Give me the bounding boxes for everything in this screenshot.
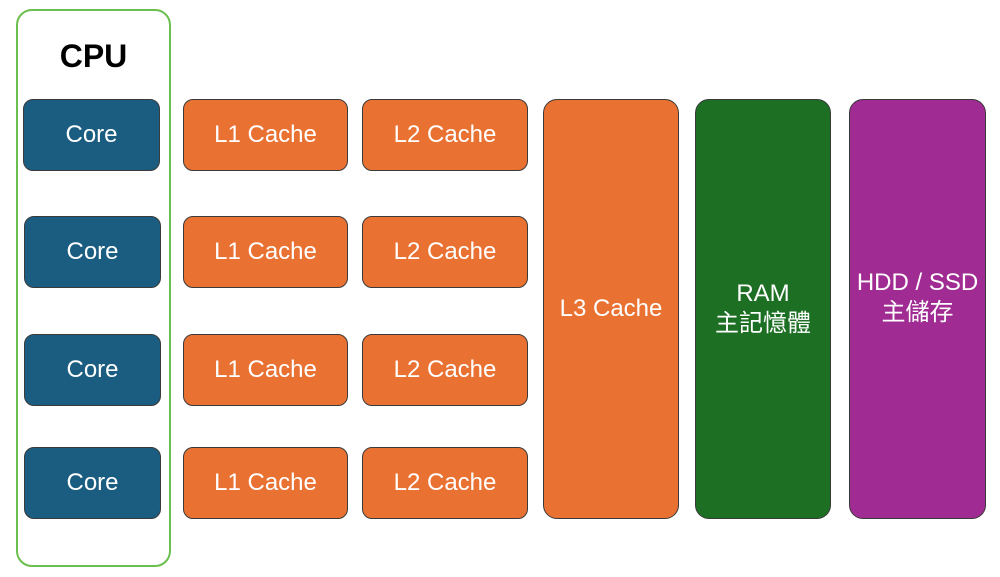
core-box-1: Core <box>23 99 160 171</box>
l3-cache-box: L3 Cache <box>543 99 679 519</box>
storage-label-zh: 主儲存 <box>881 299 954 326</box>
storage-label: HDD / SSD <box>856 269 979 296</box>
l2-cache-box-2: L2 Cache <box>362 216 528 288</box>
l2-cache-box-3: L2 Cache <box>362 334 528 406</box>
l1-cache-box-4: L1 Cache <box>183 447 348 519</box>
l2-cache-box-4: L2 Cache <box>362 447 528 519</box>
l1-cache-box-3: L1 Cache <box>183 334 348 406</box>
core-box-3: Core <box>24 334 161 406</box>
l1-cache-box-2: L1 Cache <box>183 216 348 288</box>
l1-cache-box-1: L1 Cache <box>183 99 348 171</box>
l2-cache-box-1: L2 Cache <box>362 99 528 171</box>
cpu-container <box>16 9 171 567</box>
core-box-2: Core <box>24 216 161 288</box>
ram-box: RAM 主記憶體 <box>695 99 831 519</box>
core-box-4: Core <box>24 447 161 519</box>
cpu-title: CPU <box>59 38 128 74</box>
storage-box: HDD / SSD 主儲存 <box>849 99 986 519</box>
ram-label-zh: 主記憶體 <box>715 310 811 337</box>
ram-label: RAM <box>736 280 790 307</box>
